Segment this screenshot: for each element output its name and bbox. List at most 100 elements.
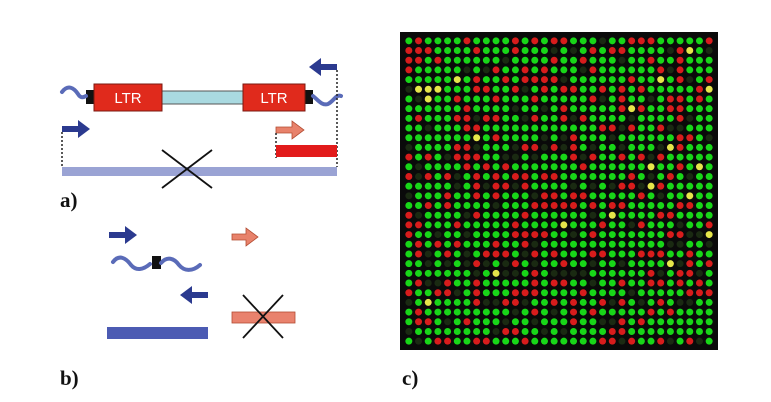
microarray-spot <box>424 37 432 45</box>
microarray-spot <box>579 95 587 103</box>
microarray-spot <box>570 47 578 55</box>
microarray-spot <box>424 221 432 229</box>
microarray-spot <box>540 289 548 297</box>
microarray-spot <box>637 85 645 93</box>
microarray-spot <box>540 114 548 122</box>
microarray-spot <box>550 269 558 277</box>
microarray-spot <box>550 172 558 180</box>
microarray-spot <box>550 318 558 326</box>
microarray-spot <box>482 298 490 306</box>
microarray-spot <box>424 337 432 345</box>
panel-label-c: c) <box>402 366 418 390</box>
microarray-spot <box>531 327 539 335</box>
microarray-spot <box>531 231 539 239</box>
microarray-spot <box>415 250 423 258</box>
microarray-spot <box>405 95 413 103</box>
microarray-spot <box>695 337 703 345</box>
microarray-spot <box>676 279 684 287</box>
microarray-spot <box>705 66 713 74</box>
microarray-spot <box>405 289 413 297</box>
microarray-spot <box>599 231 607 239</box>
microarray-spot <box>705 269 713 277</box>
microarray-spot <box>482 279 490 287</box>
microarray-spot <box>492 66 500 74</box>
left-cap <box>86 90 94 104</box>
microarray-spot <box>637 298 645 306</box>
microarray-spot <box>570 211 578 219</box>
microarray-spot <box>463 211 471 219</box>
microarray-spot <box>453 279 461 287</box>
microarray-spot <box>676 66 684 74</box>
microarray-spot <box>647 66 655 74</box>
microarray-spot <box>424 260 432 268</box>
microarray-spot <box>676 289 684 297</box>
microarray-spot <box>618 269 626 277</box>
microarray-spot <box>599 95 607 103</box>
microarray-spot <box>570 66 578 74</box>
microarray-spot <box>482 192 490 200</box>
microarray-spot <box>434 211 442 219</box>
microarray-spot <box>424 231 432 239</box>
microarray-spot <box>453 124 461 132</box>
ltr-label-right: LTR <box>260 90 287 107</box>
microarray-spot <box>666 298 674 306</box>
microarray-spot <box>550 143 558 151</box>
microarray-spot <box>453 76 461 84</box>
microarray-spot <box>560 143 568 151</box>
microarray-spot <box>705 240 713 248</box>
microarray-spot <box>686 202 694 210</box>
microarray-spot <box>618 182 626 190</box>
microarray-spot <box>705 47 713 55</box>
microarray-spot <box>686 289 694 297</box>
microarray-spot <box>453 327 461 335</box>
microarray-spot <box>637 269 645 277</box>
microarray-spot <box>463 250 471 258</box>
ltr-label-left: LTR <box>114 90 141 107</box>
microarray-spot <box>637 318 645 326</box>
microarray-spot <box>473 192 481 200</box>
microarray-spot <box>492 95 500 103</box>
microarray-spot <box>540 163 548 171</box>
microarray-spot <box>579 269 587 277</box>
microarray-spot <box>657 337 665 345</box>
microarray-spot <box>502 56 510 64</box>
microarray-spot <box>579 37 587 45</box>
microarray-spot <box>618 308 626 316</box>
microarray-spot <box>463 202 471 210</box>
microarray-spot <box>686 66 694 74</box>
microarray-spot <box>705 56 713 64</box>
microarray-spot <box>521 143 529 151</box>
microarray-spot <box>666 47 674 55</box>
microarray-spot <box>599 211 607 219</box>
microarray-spot <box>550 66 558 74</box>
microarray-spot <box>511 163 519 171</box>
microarray-spot <box>482 95 490 103</box>
microarray-spot <box>473 221 481 229</box>
microarray-spot <box>521 105 529 113</box>
microarray-spot <box>531 211 539 219</box>
microarray-spot <box>637 163 645 171</box>
microarray-spot <box>463 337 471 345</box>
microarray-spot <box>676 172 684 180</box>
microarray-spot <box>657 85 665 93</box>
microarray-spot <box>647 124 655 132</box>
microarray-spot <box>695 114 703 122</box>
microarray-spot <box>570 202 578 210</box>
microarray-spot <box>589 56 597 64</box>
microarray-spot <box>599 143 607 151</box>
microarray-spot <box>647 56 655 64</box>
microarray-spot <box>705 124 713 132</box>
microarray-spot <box>628 66 636 74</box>
microarray-spot <box>705 289 713 297</box>
microarray-spot <box>628 134 636 142</box>
microarray-spot <box>463 279 471 287</box>
microarray-spot <box>415 114 423 122</box>
panel-b-diagram <box>107 226 296 339</box>
microarray-spot <box>531 66 539 74</box>
microarray-spot <box>444 37 452 45</box>
microarray-spot <box>405 114 413 122</box>
microarray-spot <box>618 260 626 268</box>
microarray-spot <box>415 37 423 45</box>
microarray-spot <box>705 337 713 345</box>
microarray-spot <box>657 192 665 200</box>
